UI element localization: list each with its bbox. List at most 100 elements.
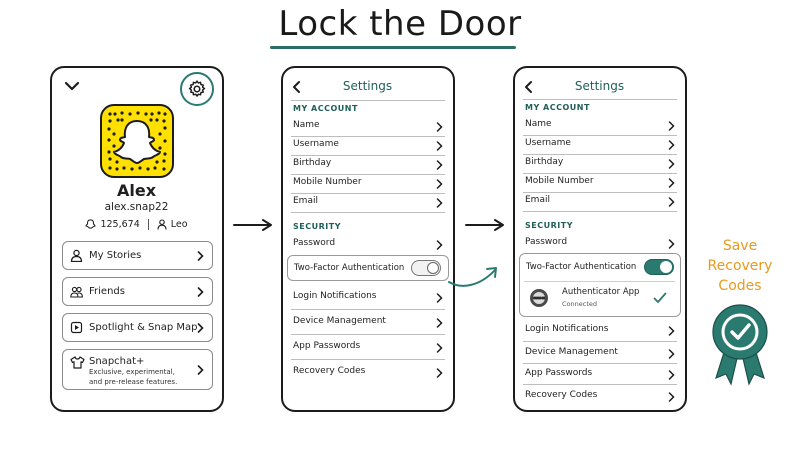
chevron-right-icon [436,141,443,151]
profile-username: alex.snap22 [104,201,169,213]
chevron-right-icon [668,326,675,336]
chevron-right-icon [668,197,675,207]
back-chevron-icon[interactable] [523,80,533,94]
divider [523,135,677,136]
back-chevron-icon[interactable] [291,80,301,94]
row-email[interactable]: Email [525,193,675,211]
row-mobile-number[interactable]: Mobile Number [293,175,443,193]
menu-my-stories[interactable]: My Stories [62,241,213,270]
check-icon [653,292,667,303]
row-recovery-codes[interactable]: Recovery Codes [293,364,443,382]
two-factor-row[interactable]: Two-Factor Authentication [520,254,679,281]
toggle-knob [660,261,672,273]
divider [523,154,677,155]
row-label: Email [293,196,318,206]
shirt-icon [70,356,85,369]
row-name[interactable]: Name [293,118,443,136]
award-badge-icon [712,304,768,386]
divider [523,173,677,174]
row-label: Birthday [525,157,564,167]
chevron-right-icon [668,370,675,380]
row-device-management[interactable]: Device Management [525,345,675,363]
page-title: Lock the Door [278,4,522,44]
profile-stats: 125,674 Leo [52,219,221,230]
row-label: App Passwords [293,341,361,351]
row-login-notifications[interactable]: Login Notifications [293,289,443,307]
gear-icon [188,80,206,97]
zodiac-sign: Leo [170,219,188,230]
row-birthday[interactable]: Birthday [525,155,675,173]
divider [291,155,445,156]
chevron-right-icon [668,239,675,249]
chevron-right-icon [197,323,204,333]
chevron-right-icon [668,140,675,150]
row-label: Email [525,195,550,205]
profile-phone: Alex alex.snap22 125,674 Leo My Stories … [50,66,224,412]
divider [291,174,445,175]
curved-arrow-icon [448,267,497,287]
divider [523,99,677,100]
row-app-passwords[interactable]: App Passwords [525,366,675,384]
divider [523,211,677,212]
row-password[interactable]: Password [293,236,443,254]
row-label: Password [525,237,568,247]
divider [523,384,677,385]
two-factor-label: Two-Factor Authentication [294,263,405,273]
authenticator-app-label: Authenticator App [562,287,640,297]
callout-line: Codes [718,278,762,294]
chevron-down-icon[interactable] [64,79,80,93]
settings-gear-button[interactable] [180,72,214,106]
row-device-management[interactable]: Device Management [293,314,443,332]
two-factor-row[interactable]: Two-Factor Authentication [287,255,449,281]
two-factor-toggle-off[interactable] [411,260,441,276]
row-label: Recovery Codes [293,366,366,376]
ghost-icon [85,219,97,229]
row-email[interactable]: Email [293,194,443,212]
arrow-right-icon [465,219,504,231]
chevron-right-icon [668,178,675,188]
menu-subtext-line: and pre-release features. [89,378,178,386]
two-factor-toggle-on[interactable] [644,259,674,275]
chevron-right-icon [436,318,443,328]
row-username[interactable]: Username [525,136,675,154]
section-security: SECURITY [525,221,573,230]
stats-divider [147,219,149,230]
row-label: Recovery Codes [525,390,598,400]
row-app-passwords[interactable]: App Passwords [293,339,443,357]
divider [291,193,445,194]
chevron-right-icon [436,368,443,378]
callout-line: Recovery [707,258,773,274]
menu-spotlight[interactable]: Spotlight & Snap Map [62,313,213,342]
chevron-right-icon [436,343,443,353]
two-factor-panel: Two-Factor Authentication Authenticator … [519,253,681,317]
toggle-knob [427,262,439,274]
chevron-right-icon [436,198,443,208]
row-mobile-number[interactable]: Mobile Number [525,174,675,192]
section-my-account: MY ACCOUNT [525,103,590,112]
chevron-right-icon [436,122,443,132]
settings-title: Settings [574,79,625,93]
snapcode[interactable] [100,104,174,178]
authenticator-app-row[interactable]: Authenticator App Connected [520,282,679,316]
settings-phone-before: Settings MY ACCOUNT Name Username Birthd… [281,66,455,412]
row-login-notifications[interactable]: Login Notifications [525,322,675,340]
row-name[interactable]: Name [525,117,675,135]
row-password[interactable]: Password [525,235,675,253]
menu-friends[interactable]: Friends [62,277,213,306]
two-factor-label: Two-Factor Authentication [526,262,637,272]
divider [523,341,677,342]
callout-line: Save [722,238,758,254]
chevron-right-icon [436,240,443,250]
row-label: Password [293,238,336,248]
menu-snapchat-plus[interactable]: Snapchat+ Exclusive, experimental, and p… [62,349,213,390]
row-label: Mobile Number [293,177,362,187]
chevron-right-icon [436,160,443,170]
row-username[interactable]: Username [293,137,443,155]
row-label: Name [525,119,552,129]
divider [291,136,445,137]
row-recovery-codes[interactable]: Recovery Codes [525,388,675,406]
authenticator-icon [530,289,548,307]
row-birthday[interactable]: Birthday [293,156,443,174]
person-icon [157,219,167,230]
divider [523,192,677,193]
